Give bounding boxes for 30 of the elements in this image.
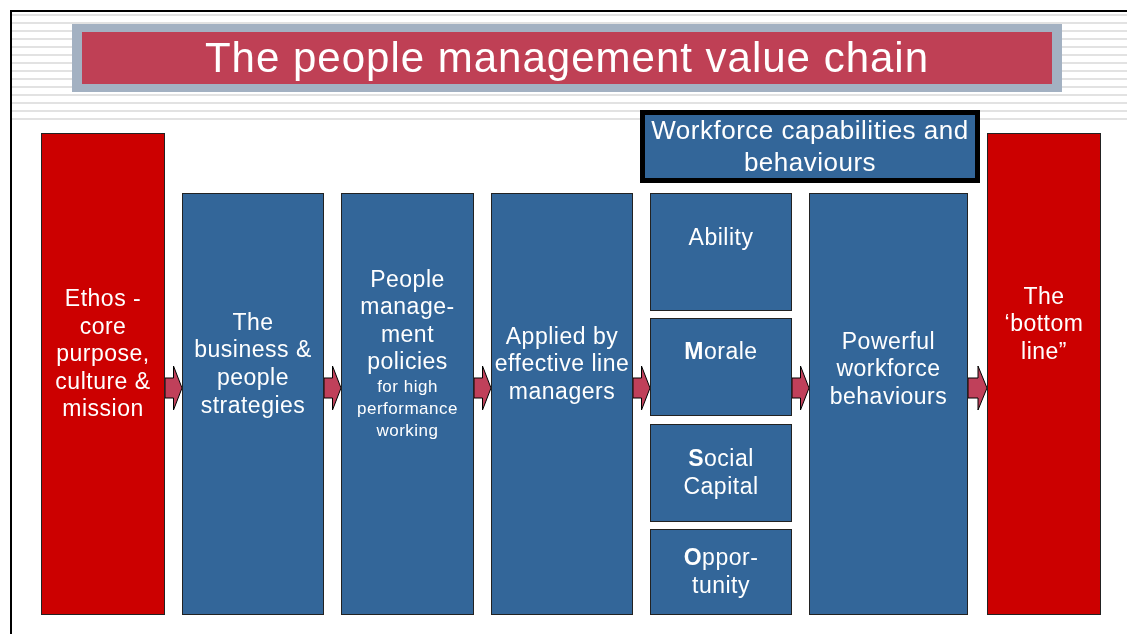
block-arrow — [791, 365, 810, 411]
process-box — [809, 193, 968, 615]
process-box — [650, 193, 792, 311]
title: The people management value chain — [82, 32, 1052, 84]
block-arrow — [323, 365, 342, 411]
header-box — [640, 110, 980, 183]
box-label: Workforce capabilities and behaviours — [650, 115, 970, 178]
process-box — [650, 318, 792, 416]
process-box — [182, 193, 324, 615]
box-label: Applied by effective line managers — [494, 322, 630, 406]
process-box — [491, 193, 633, 615]
block-arrow — [473, 365, 492, 411]
box-label: The ‘bottom line” — [1003, 282, 1085, 366]
process-box — [987, 133, 1101, 615]
process-box — [41, 133, 165, 615]
process-box — [650, 529, 792, 615]
box-label: Oppor- tunity — [682, 544, 760, 600]
process-box — [650, 424, 792, 522]
box-label: Ethos - core purpose, culture & mission — [54, 285, 152, 423]
process-box — [341, 193, 474, 615]
box-label: The business & people strategies — [193, 308, 313, 420]
box-sublabel: for high performance working — [356, 376, 459, 443]
box-label: Social Capital — [682, 445, 760, 501]
box-label: Powerful workforce behaviours — [828, 327, 949, 411]
box-label: Morale — [684, 338, 758, 366]
box-label: People manage- ment policies — [359, 265, 456, 377]
block-arrow — [967, 365, 988, 411]
box-label: Ability — [688, 224, 754, 252]
block-arrow — [632, 365, 651, 411]
block-arrow — [164, 365, 183, 411]
